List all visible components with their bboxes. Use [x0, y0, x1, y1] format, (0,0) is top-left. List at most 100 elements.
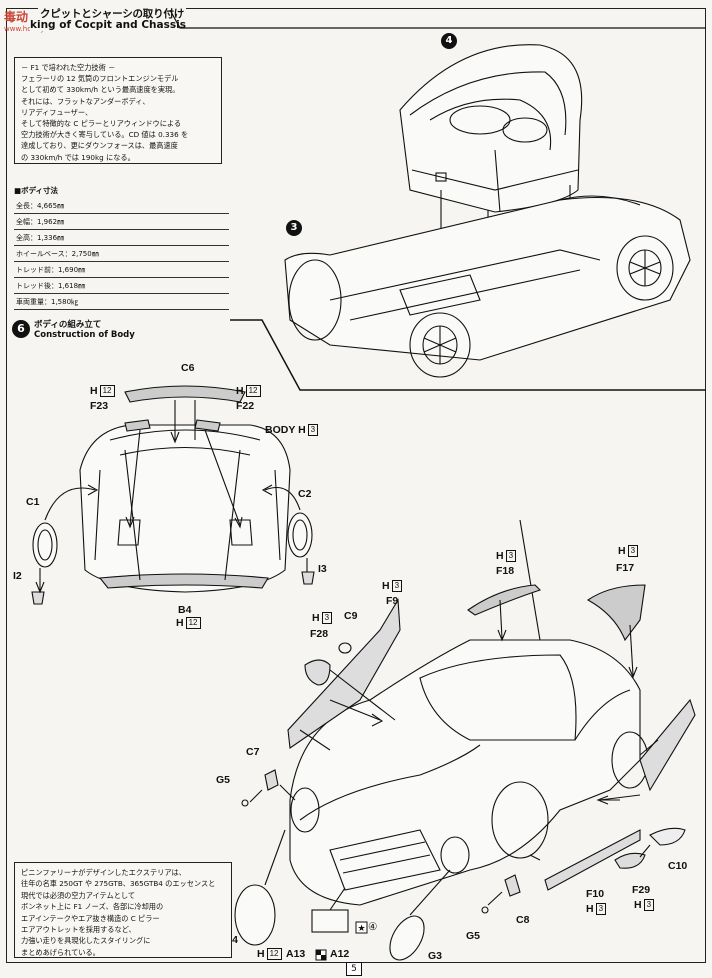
label-f10: F10 — [586, 888, 605, 900]
label-f17: F17 — [616, 562, 635, 574]
label-h: H — [236, 385, 244, 397]
label-h: H — [176, 617, 184, 629]
note-line: 達成しており、更にダウンフォースは、最高速度 — [21, 141, 178, 151]
spec-row: トレッド後：1,618㎜ — [14, 278, 229, 294]
car-body-drawing — [234, 519, 696, 961]
spec-row: 車両重量：1,580㎏ — [14, 294, 229, 310]
label-c7: C7 — [246, 746, 260, 758]
svg-text:★: ★ — [357, 924, 365, 934]
label-h-number: 12 — [99, 385, 115, 398]
label-h-number: 12 — [266, 948, 282, 961]
label-h: H — [618, 545, 626, 557]
label-h-number: 3 — [643, 899, 655, 912]
label-h-number: 3 — [321, 612, 333, 625]
label-g5-right: G5 — [466, 930, 481, 942]
label-h: H — [382, 580, 390, 592]
label-c1: C1 — [26, 496, 40, 508]
label-h: H — [312, 612, 320, 624]
section-divider — [230, 319, 706, 391]
page-number: 5 — [346, 962, 362, 976]
label-f22: F22 — [236, 400, 255, 412]
label-a12: A12 — [330, 948, 350, 960]
spec-row: 全高：1,336㎜ — [14, 230, 229, 246]
label-h-number: 3 — [391, 580, 403, 593]
chassis-drawing — [284, 195, 691, 378]
note-line: 力強い走りを具現化したスタイリングに — [21, 936, 151, 946]
label-f18: F18 — [496, 565, 515, 577]
label-f28: F28 — [310, 628, 329, 640]
step-3-marker: 3 — [286, 220, 302, 236]
label-b4: B4 — [178, 604, 192, 616]
label-f9: F9 — [386, 595, 399, 607]
label-h: H — [257, 948, 265, 960]
label-h-number: 3 — [505, 550, 517, 563]
label-h: H — [634, 899, 642, 911]
spec-row: ホイールベース：2,750㎜ — [14, 246, 229, 262]
label-h-number: 3 — [595, 903, 607, 916]
step-4-marker: 4 — [441, 33, 457, 49]
note-line: ピニンファリーナがデザインしたエクステリアは、 — [21, 868, 186, 877]
label-h-number: 3 — [307, 424, 319, 437]
section-title-en: king of Cocpit and Chassis — [30, 19, 186, 31]
watermark-logo: 毒动 — [4, 10, 29, 24]
cockpit-tub-drawing — [399, 44, 583, 213]
spec-row: 全長：4,665㎜ — [14, 198, 229, 214]
label-h: H — [496, 550, 504, 562]
section-title-jp: クピットとシャーシの取り付け — [38, 6, 186, 21]
note-line: － F1 で培われた空力技術 － — [21, 63, 116, 72]
note-line: 往年の名車 250GT や 275GTB、365GTB4 のエッセンスと — [21, 879, 216, 889]
label-i2: I2 — [13, 570, 22, 582]
step-6-title-en: Construction of Body — [34, 330, 135, 340]
star-marker: ★ — [355, 921, 368, 934]
label-g3: G3 — [428, 950, 443, 962]
exterior-design-note: ピニンファリーナがデザインしたエクステリアは、 往年の名車 250GT や 27… — [14, 862, 232, 958]
note-line: 現代では必須の空力アイテムとして — [21, 890, 136, 900]
note-line: それには、フラットなアンダーボディ、 — [21, 96, 150, 106]
label-c2: C2 — [298, 488, 312, 500]
label-i3: I3 — [318, 563, 327, 575]
label-c10: C10 — [668, 860, 688, 872]
spec-row: 全幅：1,962㎜ — [14, 214, 229, 230]
paint-marker-a12 — [315, 949, 327, 961]
label-h-number: 12 — [185, 617, 201, 630]
label-h-number: 12 — [245, 385, 261, 398]
spec-title: ■ボディ寸法 — [14, 186, 59, 195]
label-h: H — [298, 424, 306, 436]
note-line: として初めて 330km/h という最高速度を実現。 — [21, 85, 180, 95]
step-6-title-jp: ボディの組み立て — [34, 320, 102, 330]
note-line: の 330km/h では 190kg になる。 — [21, 152, 135, 162]
label-star-4: ④ — [368, 921, 378, 933]
label-a13: A13 — [286, 948, 306, 960]
note-line: エアアウトレットを採用するなど、 — [21, 925, 136, 935]
note-line: 空力技術が大きく寄与している。CD 値は 0.336 を — [21, 130, 189, 140]
label-h: H — [90, 385, 98, 397]
label-g5-left: G5 — [216, 774, 231, 786]
label-body-text: BODY — [265, 424, 296, 436]
note-line: リアディフューザー、 — [21, 107, 93, 117]
label-c6: C6 — [181, 362, 195, 374]
note-line: フェラーリの 12 気筒のフロントエンジンモデル — [21, 74, 179, 84]
spec-table: 全長：4,665㎜ 全幅：1,962㎜ 全高：1,336㎜ ホイールベース：2,… — [14, 198, 229, 310]
label-h: H — [586, 903, 594, 915]
label-c8: C8 — [516, 914, 530, 926]
label-f23: F23 — [90, 400, 109, 412]
note-line: エアインテークやエア抜き構造の C ピラー — [21, 913, 160, 923]
label-c9: C9 — [344, 610, 358, 622]
note-line: そして特徴的な C ピラーとリアウィンドウによる — [21, 119, 182, 129]
body-top-view — [31, 385, 315, 605]
spec-row: トレッド前：1,690㎜ — [14, 262, 229, 278]
note-line: まとめあげられている。 — [21, 947, 100, 957]
step-6-number: 6 — [12, 320, 30, 338]
note-line: ボンネット上に F1 ノーズ、各部に冷却用の — [21, 902, 164, 912]
